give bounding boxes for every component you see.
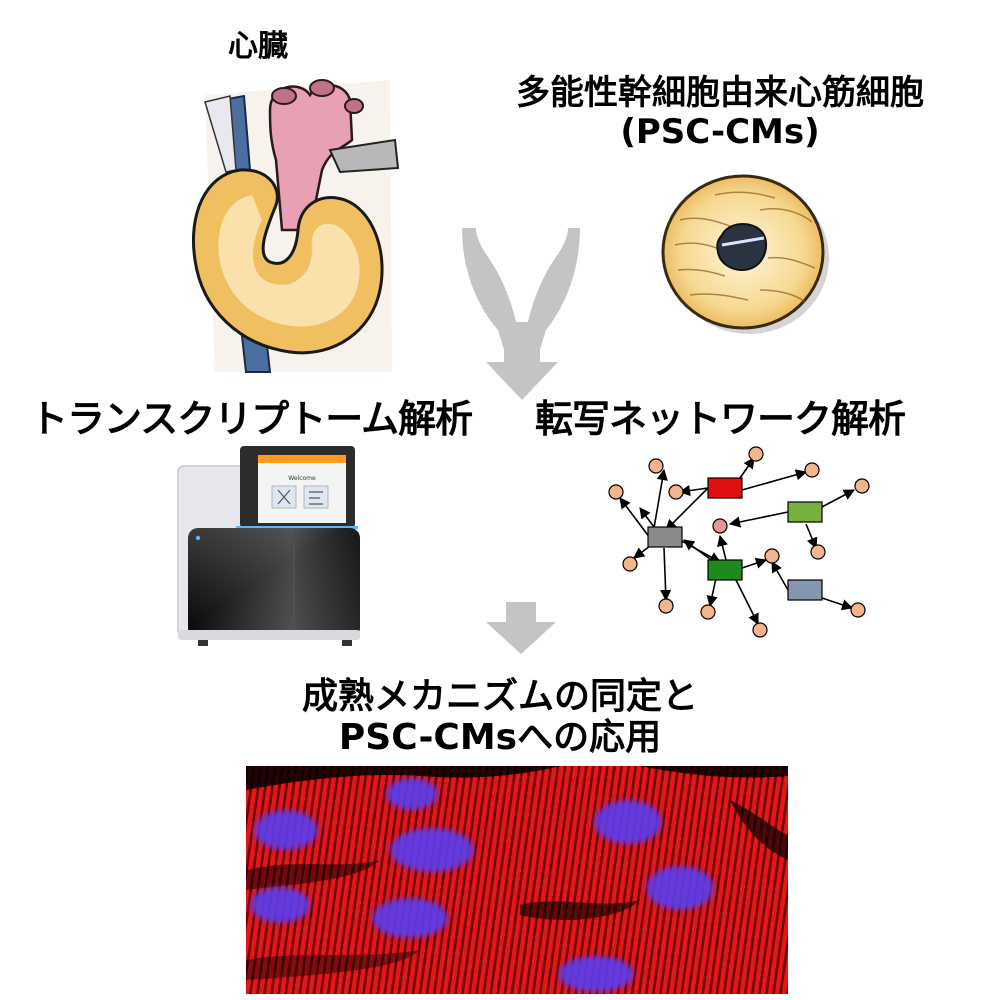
network-gene-node: [810, 544, 826, 560]
final-label-line2: PSC-CMsへの応用: [338, 717, 662, 759]
network-edge: [741, 557, 768, 569]
network-edge: [739, 457, 755, 479]
tf-box-bluegray: [787, 579, 823, 601]
network-edge: [639, 507, 655, 528]
network-edge: [821, 597, 854, 611]
network-nodes: [608, 446, 870, 638]
sequencer-instrument: Welcome: [177, 446, 360, 646]
network-gene-node: [608, 484, 624, 500]
network-edge: [660, 547, 672, 602]
network-edge: [728, 511, 789, 528]
final-label: 成熟メカニズムの同定と PSC-CMsへの応用: [0, 676, 1000, 759]
network-edge: [678, 485, 709, 497]
network-edge: [819, 489, 855, 509]
psc-cm-label: 多能性幹細胞由来心筋細胞 (PSC-CMs): [470, 73, 970, 153]
nucleus: [386, 778, 438, 810]
nucleus: [250, 887, 310, 923]
network-gene-node: [752, 622, 768, 638]
network-gene-node: [658, 598, 674, 614]
nucleus: [254, 810, 318, 850]
final-label-line1: 成熟メカニズムの同定と: [301, 676, 698, 717]
network-edge: [706, 577, 718, 608]
network-edge: [771, 561, 789, 591]
psc-cm-cell-illustration: [661, 174, 829, 334]
transcriptome-label: トランスクリプトーム解析: [30, 397, 473, 441]
tf-box-lightgreen: [787, 501, 823, 523]
instrument-screen-welcome: Welcome: [288, 475, 316, 482]
nucleus: [372, 898, 448, 938]
network-target-node: [712, 518, 728, 534]
network-gene-node: [850, 602, 866, 618]
psc-cm-label-line1: 多能性幹細胞由来心筋細胞: [516, 73, 924, 113]
nucleus: [558, 956, 634, 992]
network-edge: [805, 523, 818, 550]
merge-arrow: [462, 228, 580, 400]
network-gene-node: [854, 478, 870, 494]
network-gene-node: [700, 604, 716, 620]
network-edge: [735, 579, 759, 626]
network-edge: [683, 539, 715, 563]
psc-cm-label-line2: (PSC-CMs): [620, 112, 820, 153]
network-label: 転写ネットワーク解析: [535, 397, 906, 441]
network-gene-node: [748, 446, 764, 462]
heart-illustration: [191, 79, 400, 373]
network-edge: [633, 545, 651, 559]
network-gene-node: [648, 458, 664, 474]
network-edge: [653, 468, 668, 529]
network-gene-node: [764, 548, 780, 564]
instrument-screen: [258, 455, 346, 523]
network-gene-node: [804, 462, 820, 478]
down-arrow: [486, 602, 556, 654]
tf-box-darkgreen: [707, 559, 743, 581]
nucleus: [390, 828, 474, 872]
tf-box-red: [707, 477, 743, 499]
network-edge: [619, 497, 651, 539]
heart-label: 心臓: [228, 29, 288, 64]
tf-box-gray: [647, 526, 683, 548]
screen-tile-icon: [303, 485, 329, 509]
nucleus: [646, 866, 714, 910]
network-gene-node: [668, 484, 684, 500]
nucleus: [594, 800, 662, 844]
network-edge: [717, 534, 728, 561]
transcription-network: [619, 457, 855, 626]
network-gene-node: [622, 556, 638, 572]
cardiomyocyte-microscopy-image: [246, 766, 788, 994]
network-edge: [741, 469, 808, 491]
